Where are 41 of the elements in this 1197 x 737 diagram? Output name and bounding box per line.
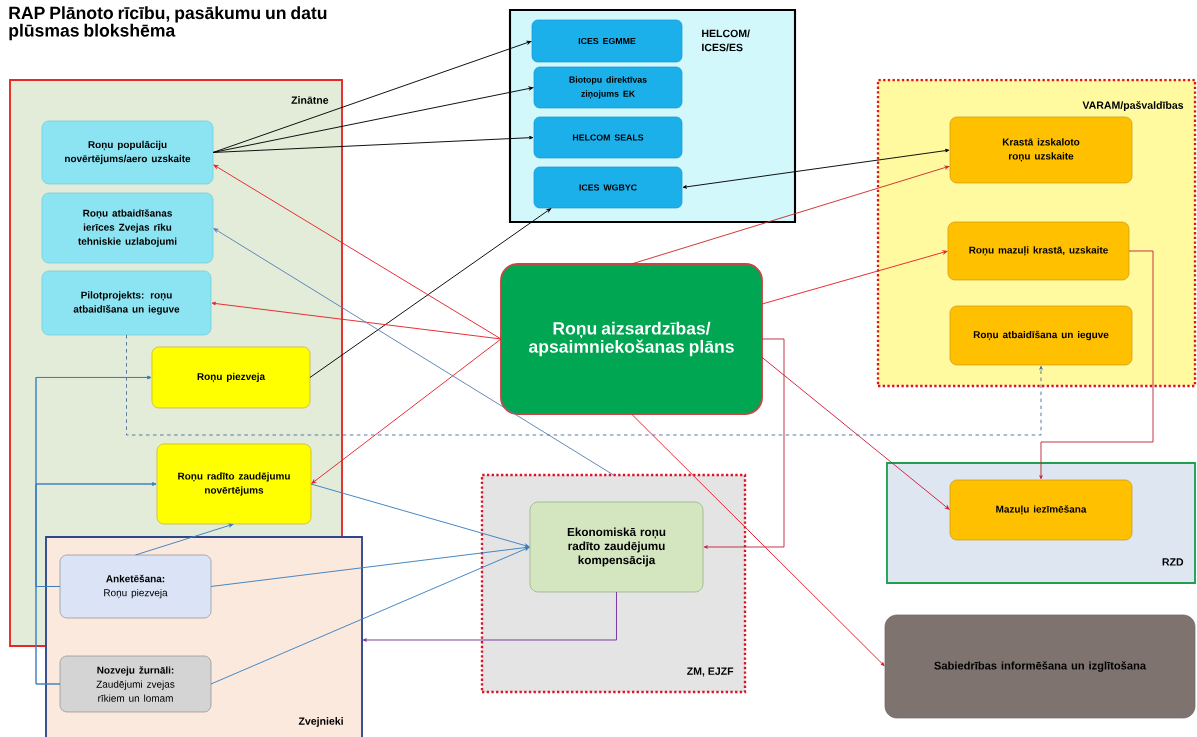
arrow <box>631 413 885 667</box>
arrow <box>212 40 532 153</box>
arrow <box>210 545 530 587</box>
process-box: Roņu populāciju novērtējums/aero uzskaite <box>41 120 214 185</box>
process-box: Roņu mazuļi krastā, uzskaite <box>947 221 1130 281</box>
arrow <box>631 165 950 265</box>
arrow <box>761 250 948 305</box>
arrow <box>362 591 617 642</box>
plan-box: Roņu aizsardzības/ apsaimniekošanas plāns <box>500 263 763 415</box>
process-box: Roņu atbaidīšanas ierīces Zvejas rīku tehniskie uzlabojumi <box>41 192 214 264</box>
arrow <box>35 482 157 685</box>
arrow <box>213 164 502 340</box>
arrow <box>211 301 502 340</box>
arrow <box>1039 250 1154 480</box>
arrow <box>682 148 950 189</box>
process-box: Anketēšana: Roņu piezveja <box>59 554 212 619</box>
arrow <box>210 547 530 685</box>
arrow <box>761 356 950 510</box>
process-box: Ekonomiskā roņu radīto zaudējumu kompensācija <box>529 501 704 593</box>
arrow <box>311 338 502 484</box>
process-box: Nozveju žurnāli: Zaudējumi zvejas rīkiem un lomam <box>59 655 212 713</box>
arrow <box>212 135 534 153</box>
process-box: Biotopu direktīvas ziņojums EK <box>533 66 683 109</box>
process-box: Krastā izskaloto roņu uzskaite <box>949 116 1133 184</box>
arrow <box>213 228 614 476</box>
process-box: Roņu radīto zaudējumu novērtējums <box>156 443 312 525</box>
process-box: HELCOM SEALS <box>533 116 683 159</box>
process-box: Mazuļu iezīmēšana <box>949 479 1133 541</box>
arrow <box>703 338 785 549</box>
process-box: Roņu atbaidīšana un ieguve <box>949 305 1133 366</box>
title: RAP Plānoto rīcību, pasākumu un datu plūsmas blokshēma <box>9 6 327 41</box>
arrow <box>135 523 234 556</box>
arrow <box>126 334 1043 436</box>
process-box: ICES EGMME <box>531 19 683 63</box>
process-box: Roņu piezveja <box>151 346 311 409</box>
process-box: ICES WGBYC <box>533 166 683 209</box>
process-box: Pilotprojekts: roņu atbaidīšana un ieguve <box>41 270 212 336</box>
arrow <box>212 86 534 153</box>
arrow <box>309 208 552 378</box>
process-box: Sabiedrības informēšana un izglītošana <box>884 614 1196 719</box>
arrow <box>310 483 530 548</box>
